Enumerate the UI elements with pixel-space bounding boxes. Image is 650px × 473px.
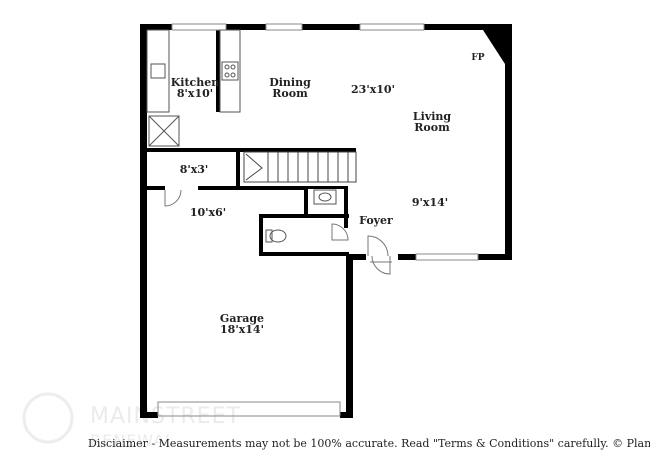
- kitchen-fixtures: [146, 29, 241, 147]
- kitchen-label: Kitchen: [171, 76, 220, 89]
- watermark-logo-icon: [22, 392, 74, 444]
- garage-label: Garage: [220, 312, 264, 325]
- walls: [140, 24, 512, 418]
- fireplace-label: FP: [471, 53, 484, 63]
- staircase: [243, 151, 357, 183]
- kitchen-size: 8'x10': [177, 87, 213, 100]
- counter-left: [146, 29, 170, 113]
- size-label-23x10: 23'x10': [351, 83, 395, 96]
- garage-size: 18'x14': [220, 323, 264, 336]
- foyer-label: Foyer: [359, 214, 393, 227]
- counter-island: [219, 29, 241, 113]
- room-labels: Kitchen 8'x10' Dining Room 23'x10' Livin…: [171, 53, 485, 336]
- size-label-8x3: 8'x3': [180, 163, 209, 176]
- windows: [157, 23, 479, 417]
- vanity-sink-icon: [313, 189, 337, 205]
- refrigerator-icon: [148, 115, 180, 147]
- doors: [164, 189, 392, 275]
- dining-label-2: Room: [272, 87, 308, 100]
- bath-fixtures: [265, 189, 337, 243]
- living-label-2: Room: [414, 121, 450, 134]
- stove-icon: [221, 61, 239, 81]
- sink-icon: [150, 63, 166, 79]
- toilet-icon: [269, 229, 287, 243]
- watermark-sub: RENEWAL: [90, 431, 175, 450]
- dining-label: Dining: [269, 76, 311, 89]
- size-label-9x14: 9'x14': [412, 196, 448, 209]
- living-label: Living: [413, 110, 451, 123]
- disclaimer-text: Disciaimer - Measurements may not be 100…: [88, 437, 650, 450]
- size-label-10x6: 10'x6': [190, 206, 226, 219]
